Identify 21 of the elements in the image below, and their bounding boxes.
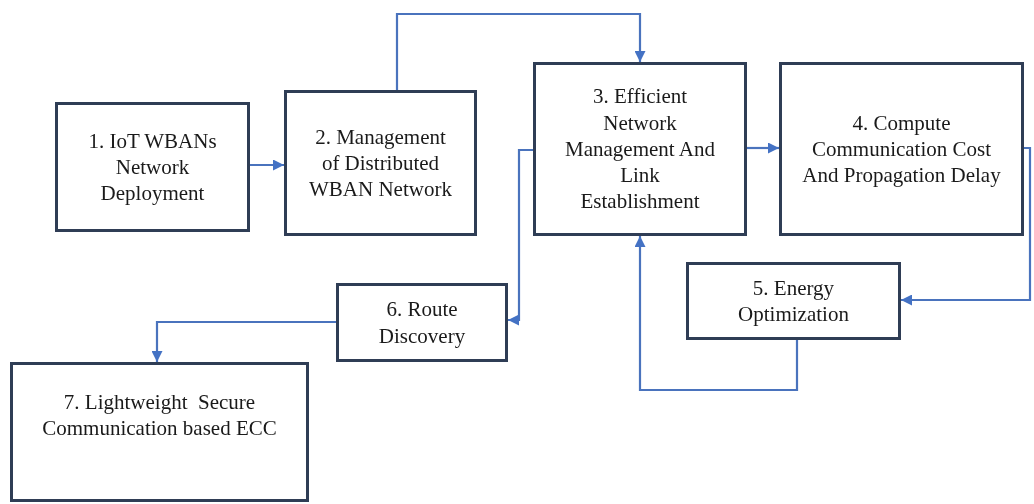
arrow bbox=[151, 320, 336, 362]
arrow bbox=[250, 159, 284, 171]
process-box bbox=[55, 102, 250, 232]
process-box bbox=[533, 62, 747, 236]
arrow bbox=[747, 142, 779, 154]
process-box bbox=[336, 283, 508, 362]
arrow bbox=[508, 148, 533, 326]
arrow bbox=[901, 146, 1032, 306]
process-box bbox=[779, 62, 1024, 236]
box-label: 4. Compute Communication Cost And Propagation Delay bbox=[801, 109, 1002, 189]
box-label: 6. Route Discovery bbox=[377, 296, 467, 349]
box-label: 2. Management of Distributed WBAN Network bbox=[308, 123, 453, 203]
box-label: 5. Energy Optimization bbox=[737, 274, 850, 328]
process-box bbox=[10, 362, 309, 502]
box-label: 7. Lightweight Secure Communication based ECC bbox=[41, 388, 278, 442]
process-box bbox=[686, 262, 901, 340]
process-box bbox=[284, 90, 477, 236]
box-label: 1. IoT WBANs Network Deployment bbox=[87, 127, 218, 207]
box-label: 3. Efficient Network Management And Link Establishment bbox=[565, 83, 715, 215]
arrow bbox=[634, 236, 799, 392]
arrow bbox=[395, 12, 646, 90]
